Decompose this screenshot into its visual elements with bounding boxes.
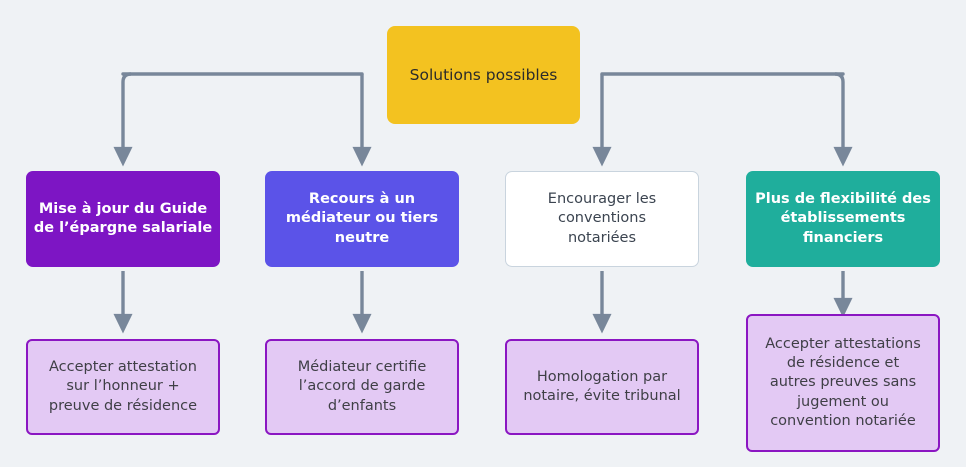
connector-root-trunk-right (833, 72, 853, 167)
node-outcome-attestations-residence[interactable]: Accepter attestations de résidence et au… (746, 314, 940, 452)
node-strategy-flexibilite-etablissements[interactable]: Plus de flexibilité des établissements f… (746, 171, 940, 267)
node-outcome-mediateur-accord-garde[interactable]: Médiateur certifie l’accord de garde d’e… (265, 339, 459, 435)
node-strategy-conventions-notariees[interactable]: Encourager les conventions notariées (505, 171, 699, 267)
node-strategy-mediateur[interactable]: Recours à un médiateur ou tiers neutre (265, 171, 459, 267)
node-outcome-homologation-notaire[interactable]: Homologation par notaire, évite tribunal (505, 339, 699, 435)
node-strategy-guide-epargne[interactable]: Mise à jour du Guide de l’épargne salari… (26, 171, 220, 267)
connector-root-trunk-left (113, 72, 133, 167)
node-root-solutions[interactable]: Solutions possibles (387, 26, 580, 124)
node-outcome-attestation-honneur[interactable]: Accepter attestation sur l’honneur + pre… (26, 339, 220, 435)
